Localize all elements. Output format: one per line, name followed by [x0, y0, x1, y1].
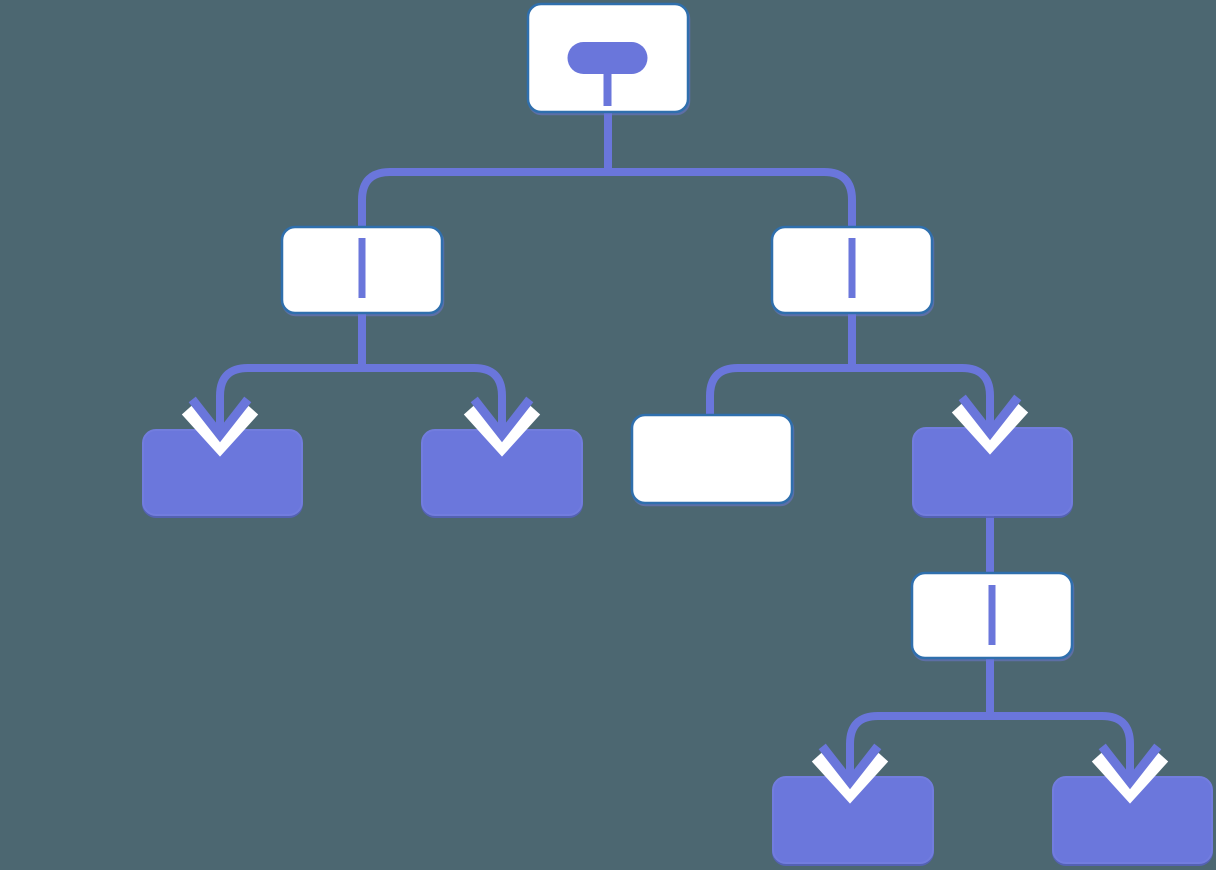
arrowhead-leaf-d	[1091, 743, 1169, 804]
vertical-bar-icon	[358, 238, 366, 298]
node-branch-bottom[interactable]	[910, 571, 1074, 660]
chevron-white-icon	[463, 405, 541, 457]
chevron-white-icon	[181, 405, 259, 457]
arrowhead-mid-purple	[951, 394, 1029, 455]
node-plain[interactable]	[630, 413, 794, 505]
arrowhead-leaf-c	[811, 743, 889, 804]
chevron-white-icon	[1091, 752, 1169, 804]
chevron-purple-icon	[958, 394, 1022, 441]
connector-root-split	[358, 168, 856, 227]
plain-node-box[interactable]	[630, 413, 794, 505]
connector-branch-left-split	[216, 364, 506, 426]
connector-branch-bottom-split	[846, 712, 1134, 773]
chevron-white-icon	[951, 403, 1029, 455]
arrowhead-leaf-b	[463, 396, 541, 457]
chevron-purple-icon	[470, 396, 534, 443]
node-branch-right[interactable]	[770, 225, 934, 315]
node-root[interactable]	[526, 2, 690, 114]
vertical-bar-icon	[988, 585, 996, 645]
root-pill-icon	[567, 42, 648, 74]
vertical-bar-icon	[848, 238, 856, 298]
chevron-purple-icon	[188, 396, 252, 443]
arrowhead-leaf-a	[181, 396, 259, 457]
node-branch-left[interactable]	[280, 225, 444, 315]
chevron-purple-icon	[818, 743, 882, 790]
connector-branch-right-split	[706, 364, 994, 424]
chevron-purple-icon	[1098, 743, 1162, 790]
chevron-white-icon	[811, 752, 889, 804]
root-pill-stem-icon	[603, 70, 612, 106]
